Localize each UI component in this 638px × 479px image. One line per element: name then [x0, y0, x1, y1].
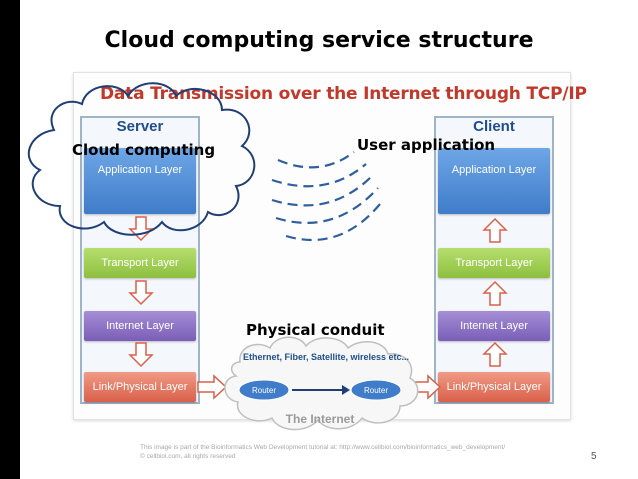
- signal-wave-4: [275, 187, 379, 225]
- router-right-icon: [350, 379, 402, 401]
- internet-cloud: [224, 336, 419, 431]
- server-heading: Server: [116, 118, 164, 135]
- router-left-label: Router: [252, 386, 276, 395]
- client-up-arrow-3: [482, 341, 508, 367]
- router-link-arrowhead: [342, 385, 350, 395]
- signal-wave-5: [285, 203, 381, 242]
- client-up-arrow-1: [482, 217, 508, 243]
- client-heading: Client: [473, 118, 515, 135]
- server-down-arrow-3: [128, 342, 154, 368]
- signal-wave-1: [277, 151, 355, 169]
- cloud-computing-outline: [27, 82, 256, 236]
- page-number: 5: [591, 451, 597, 462]
- signal-waves: [271, 151, 381, 242]
- physical-conduit-label: Physical conduit: [246, 321, 385, 339]
- router-left-icon: [238, 379, 290, 401]
- server-down-arrow-2: [128, 280, 154, 306]
- diagram-title: Data Transmission over the Internet thro…: [100, 84, 587, 104]
- server-down-arrow-1: [128, 216, 154, 242]
- client-link-physical-layer: Link/Physical Layer: [438, 372, 550, 402]
- client-up-arrow-2: [482, 280, 508, 306]
- signal-wave-2: [271, 163, 367, 188]
- server-transport-layer: Transport Layer: [84, 248, 196, 278]
- router-right-label: Router: [364, 386, 388, 395]
- server-to-internet-arrow: [197, 374, 228, 400]
- server-link-physical-layer: Link/Physical Layer: [84, 372, 196, 402]
- internet-media-label: Ethernet, Fiber, Satellite, wireless etc…: [243, 352, 409, 362]
- cloud-computing-label: Cloud computing: [72, 141, 216, 159]
- slide-title: Cloud computing service structure: [104, 28, 534, 53]
- footnote-line-2: © cellbiol.com, all rights reserved: [140, 453, 236, 460]
- image-credit-footnote: This image is part of the Bioinformatics…: [140, 443, 540, 461]
- internet-label: The Internet: [286, 412, 355, 426]
- server-internet-layer: Internet Layer: [84, 311, 196, 341]
- client-internet-layer: Internet Layer: [438, 311, 550, 341]
- client-transport-layer: Transport Layer: [438, 248, 550, 278]
- left-black-bar: [0, 0, 20, 479]
- signal-wave-3: [271, 175, 373, 207]
- server-application-layer: Application Layer: [84, 148, 196, 214]
- client-application-layer: Application Layer: [438, 148, 550, 214]
- footnote-line-1: This image is part of the Bioinformatics…: [140, 444, 506, 451]
- user-application-label: User application: [357, 136, 496, 154]
